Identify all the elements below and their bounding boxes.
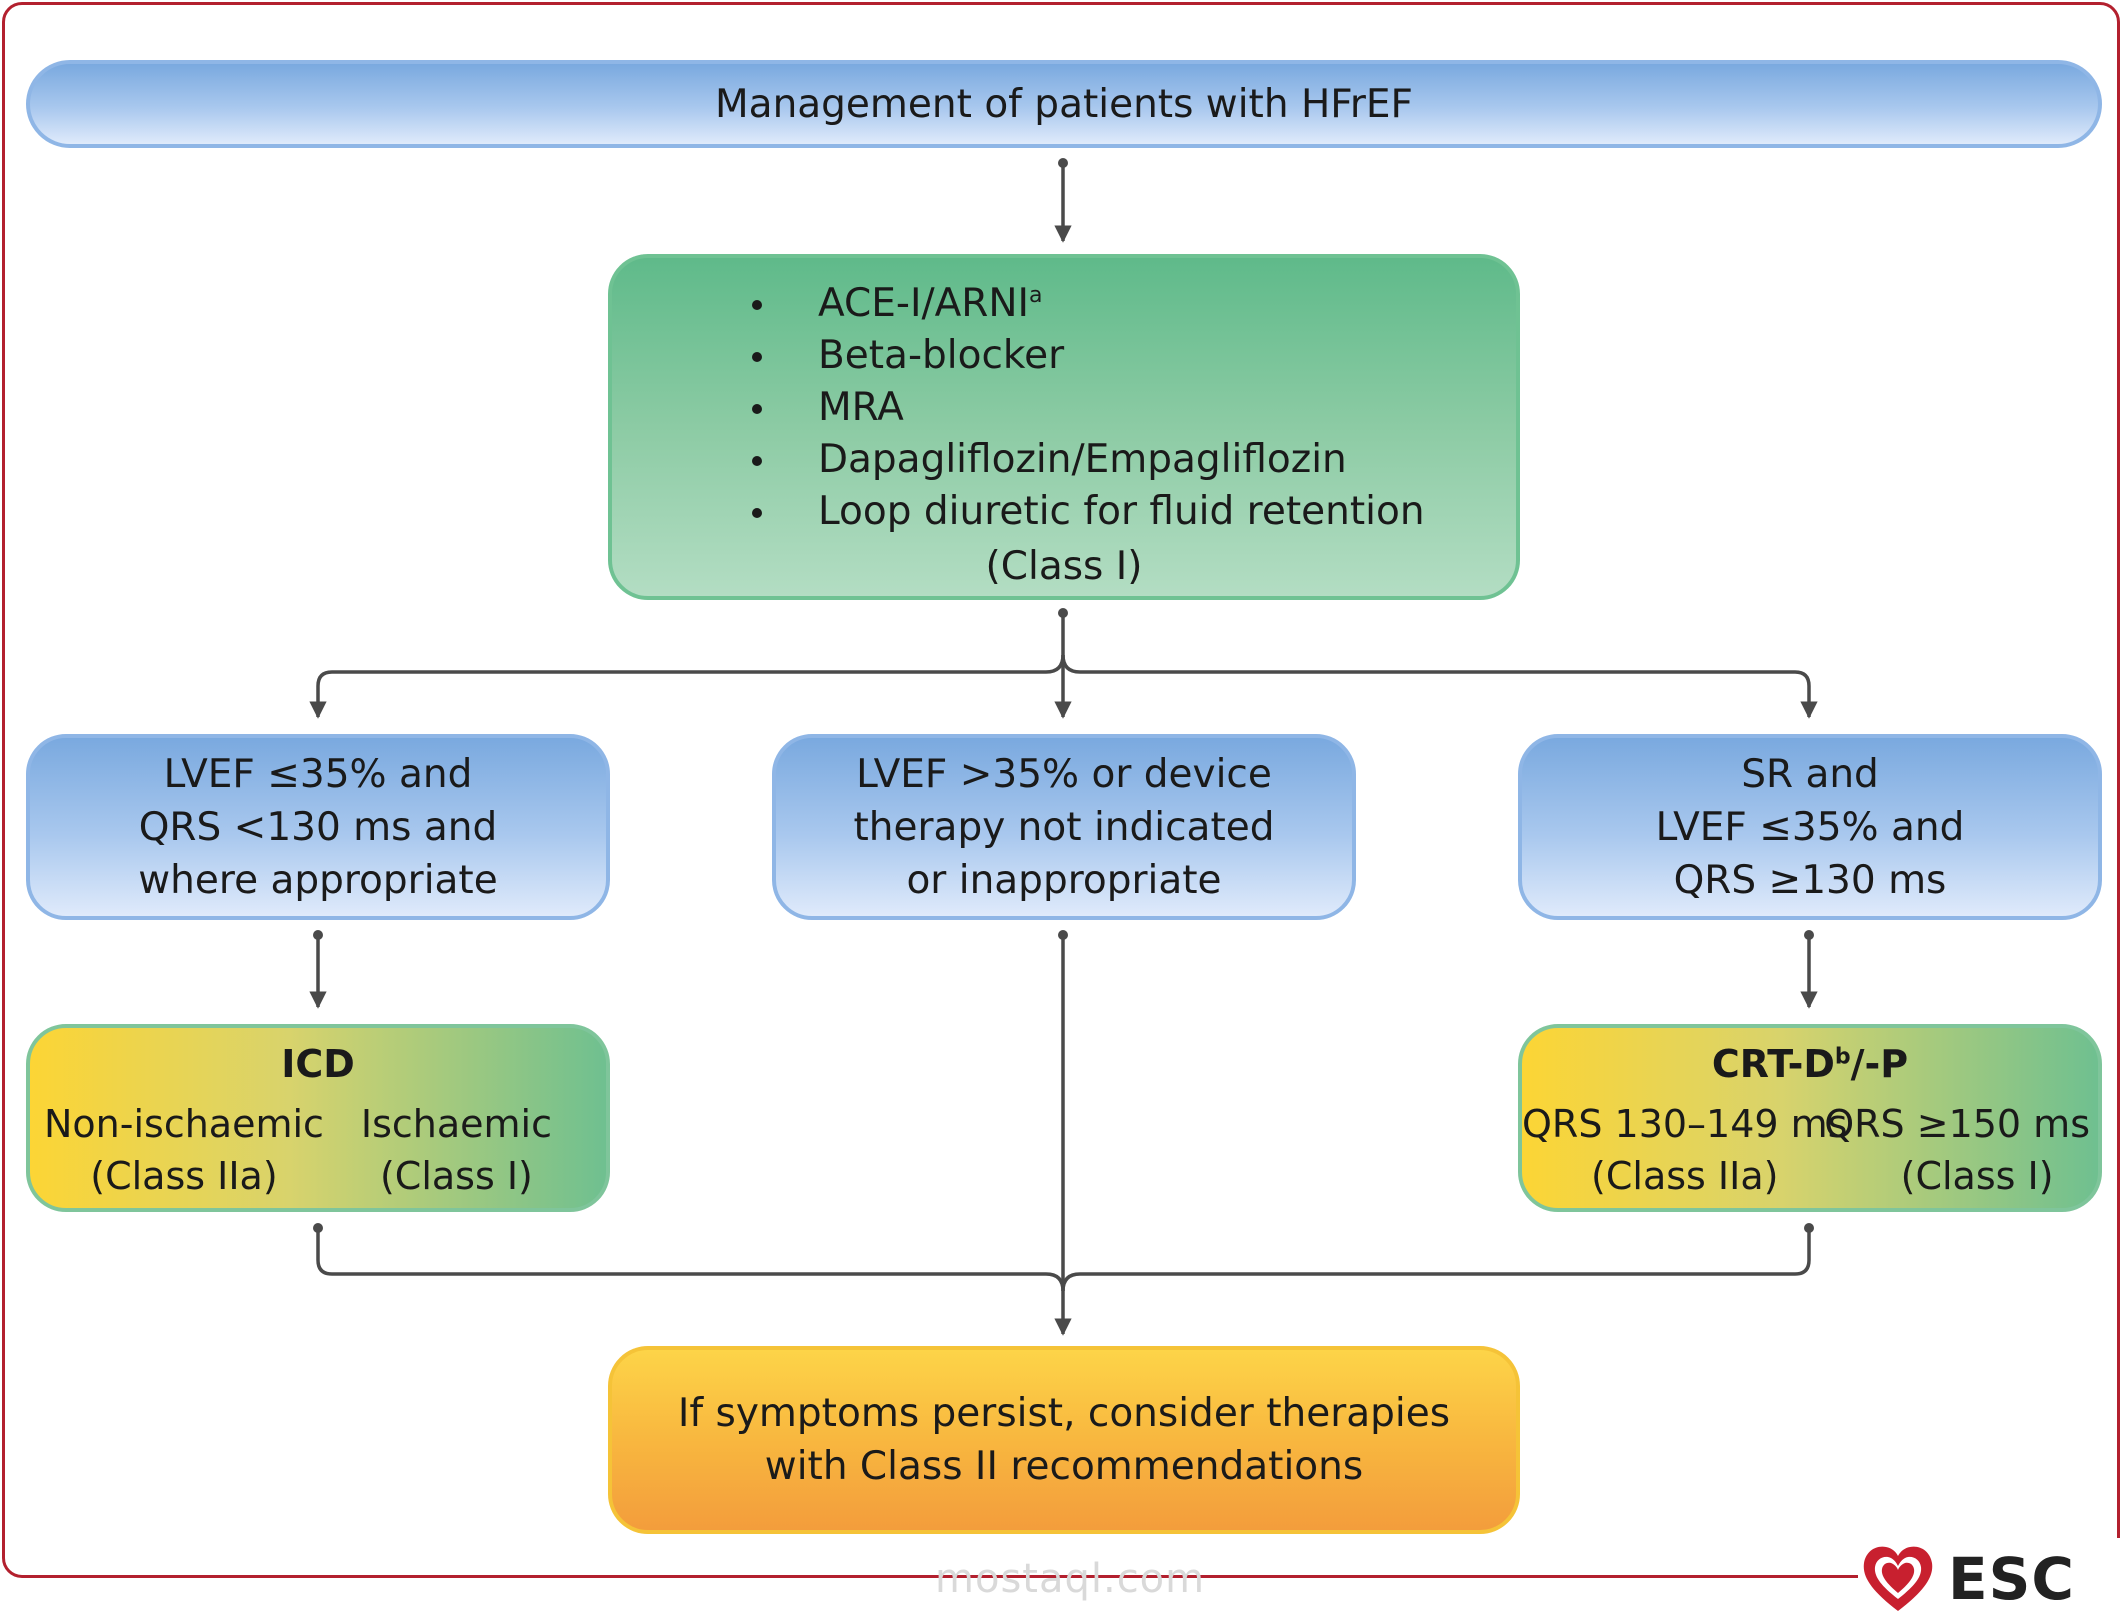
therapy-item: MRA (752, 382, 1425, 434)
first-line-therapy-box: ACE-I/ARNIa Beta-blocker MRA Dapaglifloz… (608, 254, 1520, 600)
bullet-icon (752, 456, 762, 466)
criteria-left-line: QRS <130 ms and (138, 804, 498, 850)
crt-title: CRT-Db/-P (1711, 1042, 1909, 1086)
watermark: mostaql.com (935, 1556, 1206, 1602)
icd-ischaemic: Ischaemic (Class I) (360, 1102, 552, 1198)
bullet-icon (752, 404, 762, 414)
bullet-icon (752, 352, 762, 362)
connector-icd-merge (316, 1228, 1065, 1292)
esc-logo-text: ESC (1948, 1545, 2075, 1613)
bullet-icon (752, 300, 762, 310)
criteria-left-line: LVEF ≤35% and (163, 751, 473, 797)
icd-box: ICD Non-ischaemic (Class IIa) Ischaemic … (26, 1024, 610, 1212)
connector-therapy-branch (309, 613, 1065, 719)
icd-title: ICD (281, 1042, 355, 1086)
crt-qrs-130-149: QRS 130–149 ms (Class IIa) (1522, 1102, 1848, 1198)
therapy-item: Dapagliflozin/Empagliflozin (752, 434, 1425, 486)
therapy-list: ACE-I/ARNIa Beta-blocker MRA Dapaglifloz… (752, 278, 1425, 538)
criteria-middle-line: LVEF >35% or device (856, 751, 1272, 797)
title-text: Management of patients with HFrEF (715, 81, 1413, 127)
therapy-item: Loop diuretic for fluid retention (752, 486, 1425, 538)
criteria-middle-box: LVEF >35% or device therapy not indicate… (772, 734, 1356, 920)
therapy-item: ACE-I/ARNIa (752, 278, 1425, 330)
heart-icon (1863, 1546, 1933, 1611)
final-line: If symptoms persist, consider therapies (677, 1391, 1451, 1436)
criteria-right-box: SR and LVEF ≤35% and QRS ≥130 ms (1518, 734, 2102, 920)
criteria-right-line: QRS ≥130 ms (1673, 857, 1947, 903)
bullet-icon (752, 508, 762, 518)
final-line: with Class II recommendations (764, 1444, 1364, 1489)
criteria-right-line: LVEF ≤35% and (1655, 804, 1965, 850)
therapy-item: Beta-blocker (752, 330, 1425, 382)
title-box: Management of patients with HFrEF (26, 60, 2102, 148)
outer-frame (2, 2, 2120, 1578)
criteria-middle-line: therapy not indicated (853, 804, 1275, 850)
connector-crt-merge (1061, 1228, 1811, 1292)
final-recommendation-box: If symptoms persist, consider therapies … (608, 1346, 1520, 1534)
connector-therapy-right (1061, 654, 1818, 719)
crt-box: CRT-Db/-P QRS 130–149 ms (Class IIa) QRS… (1518, 1024, 2102, 1212)
therapy-class: (Class I) (985, 544, 1143, 589)
criteria-left-box: LVEF ≤35% and QRS <130 ms and where appr… (26, 734, 610, 920)
esc-logo: ESC (1858, 1538, 2120, 1620)
icd-non-ischaemic: Non-ischaemic (Class IIa) (44, 1102, 324, 1198)
criteria-middle-line: or inappropriate (906, 857, 1222, 903)
criteria-left-line: where appropriate (138, 857, 498, 903)
criteria-right-line: SR and (1741, 751, 1879, 797)
crt-qrs-150: QRS ≥150 ms (Class I) (1824, 1102, 2090, 1198)
